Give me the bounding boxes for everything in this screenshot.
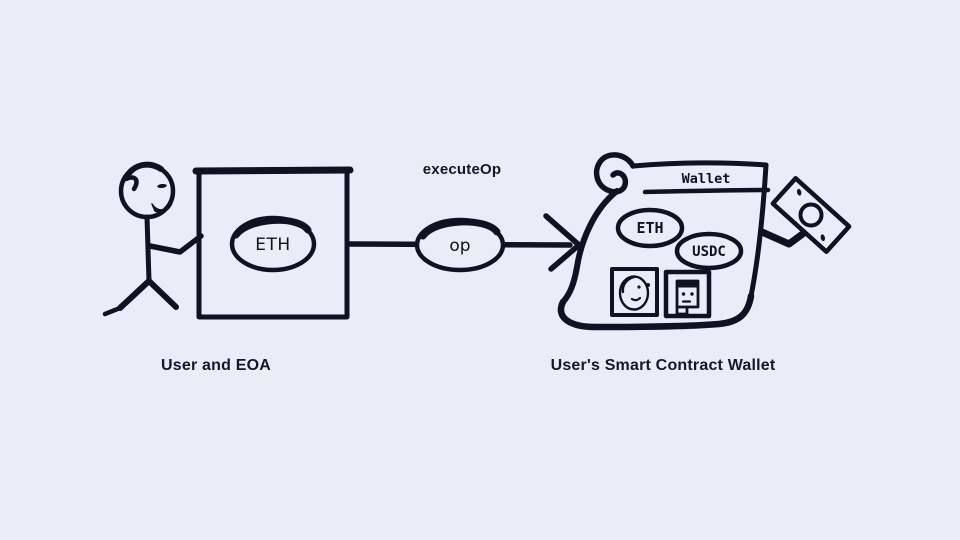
- eoa-caption: User and EOA: [161, 357, 271, 374]
- wallet-usdc-label: USDC: [692, 244, 726, 260]
- wallet-eth-label: ETH: [636, 219, 663, 237]
- op-label: op: [449, 236, 470, 256]
- wallet-caption: User's Smart Contract Wallet: [550, 357, 776, 374]
- execute-arrow: [345, 213, 582, 273]
- wallet-usdc-ellipse: [674, 231, 744, 271]
- bill-connector: [758, 226, 812, 248]
- banner-top-edge: [630, 160, 769, 169]
- op-ellipse: [414, 217, 506, 273]
- banner-bottom-edge: [642, 187, 771, 195]
- execute-op-title: executeOp: [422, 161, 502, 178]
- eth-token-ellipse: [229, 215, 317, 273]
- robot-id-icon: [663, 269, 712, 319]
- wallet-scroll: [557, 152, 852, 331]
- money-bill-icon: [770, 176, 852, 254]
- scroll-curl: [593, 152, 636, 195]
- eoa-eth-label: ETH: [255, 235, 290, 255]
- wallet-banner-label: Wallet: [682, 171, 731, 187]
- stick-figure-icon: [102, 161, 204, 317]
- wallet-eth-ellipse: [615, 207, 685, 249]
- face-icon: [610, 267, 659, 317]
